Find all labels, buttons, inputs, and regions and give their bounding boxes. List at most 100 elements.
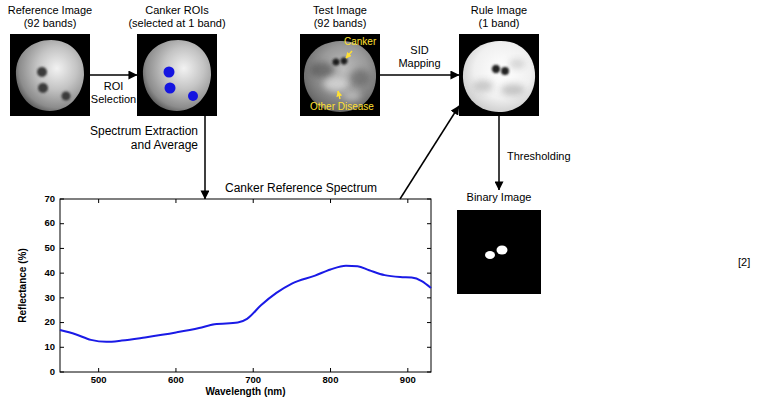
tick-mark [60,297,64,298]
tick-label: 10 [44,342,55,352]
image-ground [137,34,217,116]
image-panel: Binary Image [457,190,541,294]
tick-mark [407,368,408,372]
tick-label: 70 [44,194,55,204]
tick-label: 30 [44,293,55,303]
test-image [300,34,380,116]
chart-title: Canker Reference Spectrum [225,181,377,195]
edge-label: Thresholding [507,150,571,163]
image-ground [457,210,541,294]
tick-label: 800 [323,375,339,385]
axis-title: Reflectance (%) [17,248,28,322]
tick-label: 500 [91,375,107,385]
tick-mark [175,368,176,372]
reference-image [10,34,90,116]
potato [304,41,376,112]
image-heading: Rule Image (1 band) [468,4,530,30]
potato [143,40,211,111]
tick-mark [427,347,431,348]
image-ground [459,34,539,116]
callout-arrow [338,91,340,99]
image-panel: Reference Image (92 bands) [10,34,90,116]
image-ground [10,34,90,116]
flow-arrow [204,116,206,199]
tick-mark [253,368,254,372]
roi-mark [165,83,176,94]
image-panel: Rule Image (1 band) [459,34,539,116]
reference-number: [2] [738,256,750,268]
tick-mark [427,273,431,274]
tick-mark [427,223,431,224]
tick-mark [427,297,431,298]
roi-mark [164,67,175,78]
flow-arrow [380,74,459,76]
image-panel: Canker ROIs (selected at 1 band) [137,34,217,116]
canker-spot [62,92,71,101]
tick-label: 700 [245,375,261,385]
tick-label: 20 [44,317,55,327]
tick-mark [60,199,64,200]
tick-mark [407,199,408,203]
spectrum-chart [60,199,431,372]
roi-mark [188,91,198,101]
canker-spot [341,58,348,65]
flow-arrow [400,106,459,199]
potato [16,40,84,111]
tick-mark [427,199,431,200]
rule-image [459,34,539,116]
tick-mark [330,199,331,203]
canker-spot [37,67,47,77]
edge-label: Spectrum Extraction and Average [80,124,198,152]
tick-mark [60,248,64,249]
tick-mark [60,273,64,274]
flow-arrow [90,74,137,76]
canker-spot [38,83,48,93]
tick-mark [60,347,64,348]
tick-label: 600 [168,375,184,385]
tick-mark [98,199,99,203]
disease-patches [310,62,370,101]
light-patch [324,77,348,91]
tick-label: 0 [50,367,55,377]
grey-patch [473,80,493,92]
image-heading: Reference Image (92 bands) [3,4,97,30]
canker-blob [497,246,508,255]
edge-label: ROI Selection [89,80,139,106]
tick-mark [427,322,431,323]
chart-panel: Canker Reference Spectrum [60,199,431,372]
rule-patches [473,59,525,96]
roi-image [137,34,217,116]
plot-frame [60,199,431,372]
tick-label: 40 [44,268,55,278]
callout-label: Canker [344,36,376,48]
tick-mark [427,372,431,373]
canker-spot [501,67,509,75]
image-heading: Test Image (92 bands) [308,4,372,30]
tick-mark [175,199,176,203]
image-ground [300,34,380,116]
callout-label: Other Disease [310,101,374,113]
tick-mark [60,372,64,373]
image-heading: Canker ROIs (selected at 1 band) [123,4,231,30]
canker-spot [332,58,339,65]
tick-label: 60 [44,218,55,228]
grey-patch [509,59,525,69]
grey-patch [501,84,525,96]
tick-mark [330,368,331,372]
tick-label: 50 [44,243,55,253]
spectrum-curve [60,266,431,342]
tick-mark [98,368,99,372]
image-heading: Binary Image [457,191,541,204]
tick-mark [60,223,64,224]
tick-mark [60,322,64,323]
binary-image [457,210,541,294]
tick-mark [427,248,431,249]
canker-blob [485,251,495,259]
callout-arrow [346,51,352,58]
light-patch [343,91,361,101]
tick-label: 900 [400,375,416,385]
edge-label: SID Mapping [396,44,444,70]
